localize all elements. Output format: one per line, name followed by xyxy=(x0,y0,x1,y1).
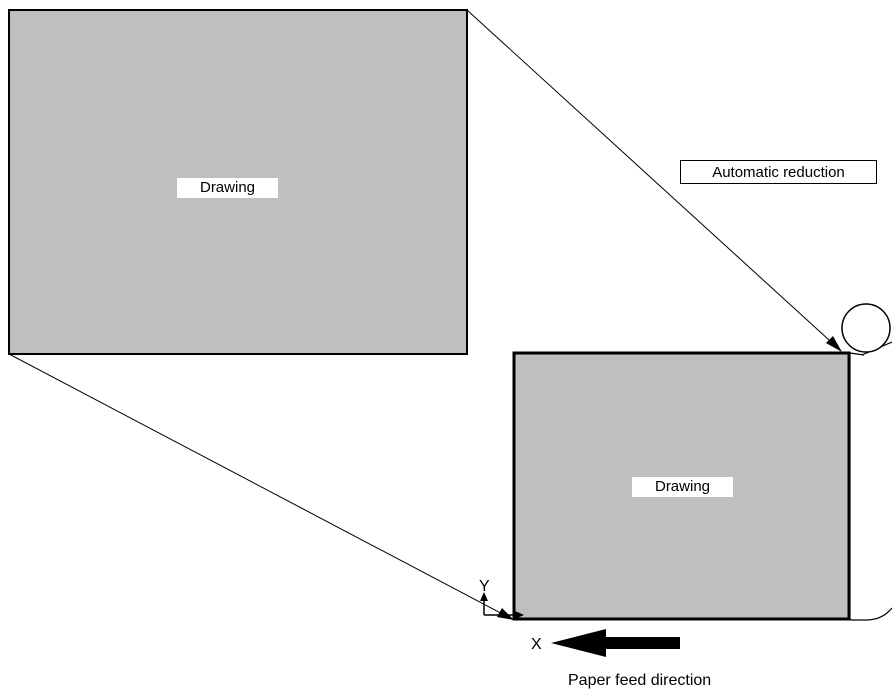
y-axis-label: Y xyxy=(479,578,490,595)
feed-arrow-head xyxy=(551,629,606,657)
x-axis-arrowhead xyxy=(515,611,524,619)
automatic-reduction-label: Automatic reduction xyxy=(680,160,877,184)
projection-line-bottom xyxy=(8,353,513,620)
paper-roll-side xyxy=(849,352,865,356)
reduced-drawing-label: Drawing xyxy=(632,477,733,497)
y-axis-arrowhead xyxy=(480,592,488,601)
x-axis-label: X xyxy=(531,636,542,653)
paper-feed-direction-label: Paper feed direction xyxy=(568,672,712,689)
projection-arrowhead-bottom xyxy=(497,608,514,620)
paper-roll xyxy=(841,303,891,353)
feed-arrow-shaft xyxy=(598,637,680,649)
projection-arrowhead-top xyxy=(826,336,842,352)
original-drawing-label: Drawing xyxy=(177,178,278,198)
projection-line-top xyxy=(466,9,841,351)
